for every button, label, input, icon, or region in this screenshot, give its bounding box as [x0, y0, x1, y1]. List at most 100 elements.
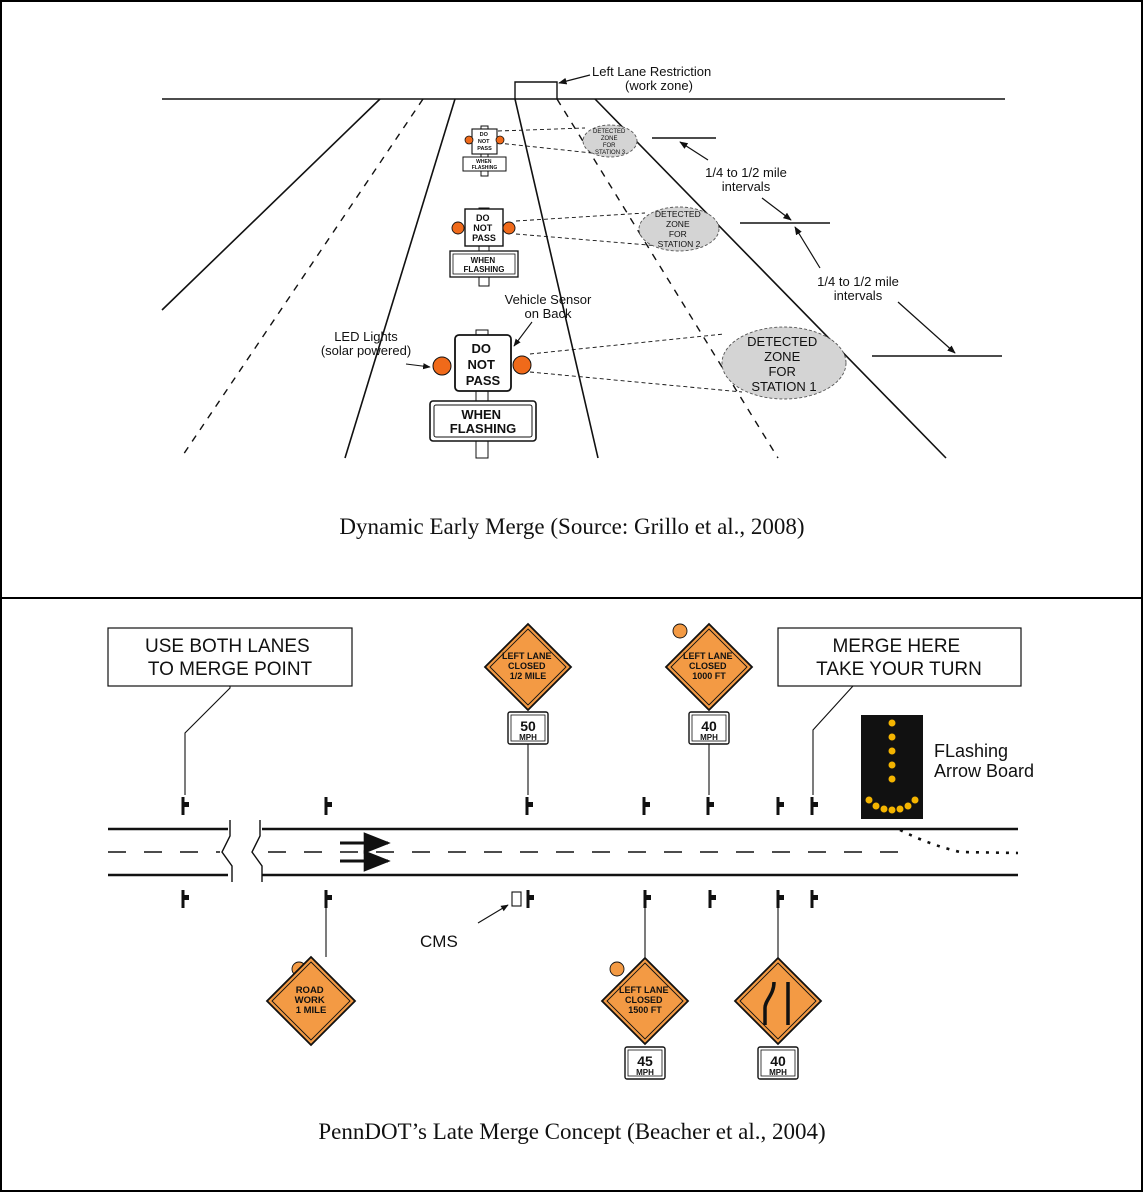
sign-left-lane-1500ft-line-1: LEFT LANE: [619, 985, 669, 995]
use-both-lanes-text: USE BOTH LANES TO MERGE POINT: [145, 636, 315, 680]
top-post-5: [706, 797, 714, 815]
station-3-when-flashing-plaque: [462, 156, 507, 172]
arrow-light-6: [865, 796, 873, 804]
work-zone-label: (work zone): [625, 78, 693, 93]
interval-arrow-b-down: [897, 301, 956, 354]
station-1-detection-zone: [721, 326, 847, 400]
station-3-beam-lower: [497, 142, 593, 154]
lane-line-dashed-right: [556, 98, 779, 459]
station-2-post: [478, 207, 490, 287]
station-3-sign-line-1: DO: [480, 132, 489, 138]
speed-40-top-inner: [691, 714, 727, 742]
late-merge-diagram: USE BOTH LANES TO MERGE POINT MERGE HERE…: [107, 622, 1034, 1080]
interval-b-label-1: 1/4 to 1/2 mile: [817, 274, 899, 289]
station-1-plaque-line-2: FLASHING: [450, 421, 516, 436]
speed-45-plaque: [624, 1046, 666, 1080]
station-3-led-right: [495, 135, 505, 145]
speed-40-bottom-unit: MPH: [769, 1068, 787, 1077]
use-both-lanes-box: [107, 627, 353, 687]
station-2-plaque-line-1: WHEN: [471, 256, 496, 265]
station-2-plaque-inner: [452, 253, 516, 275]
station-3-detection-zone: [582, 124, 638, 158]
work-zone-bracket: [514, 81, 558, 99]
sign-left-lane-1000ft-line-2: CLOSED: [689, 661, 727, 671]
speed-40-top-value: 40: [701, 718, 717, 734]
top-caption: Dynamic Early Merge (Source: Grillo et a…: [339, 514, 804, 539]
arrow-light-9: [888, 806, 896, 814]
station-3: DETECTED ZONE FOR STATION 3 DO NOT PASS …: [462, 124, 638, 177]
station-1-led-right: [512, 355, 532, 375]
station-1: DETECTED ZONE FOR STATION 1 DO NOT PASS …: [429, 326, 847, 459]
cms-unit: [511, 891, 522, 907]
arrow-light-8: [880, 805, 888, 813]
station-1-plaque-text: WHEN FLASHING: [450, 407, 516, 436]
arrow-light-12: [911, 796, 919, 804]
vehicle-sensor-label-2: on Back: [525, 306, 572, 321]
station-2-sign-line-1: DO: [476, 213, 490, 223]
station-3-zone-line-3: FOR: [603, 143, 616, 149]
speed-50-unit: MPH: [519, 733, 537, 742]
road-edge-right: [594, 98, 947, 459]
sign-left-lane-1500ft: LEFT LANE CLOSED 1500 FT 45 MPH: [600, 908, 690, 1080]
bottom-post-4: [643, 890, 651, 908]
station-3-sign-text: DO NOT PASS: [477, 132, 492, 152]
station-1-sign-line-2: NOT: [467, 357, 495, 372]
speed-45-value: 45: [637, 1053, 653, 1069]
sign-left-lane-half-mile-line-2: CLOSED: [508, 661, 546, 671]
station-2-sign-line-2: NOT: [473, 223, 493, 233]
station-2-detection-zone: [638, 206, 720, 252]
led-lights-label-2: (solar powered): [321, 343, 411, 358]
top-post-2: [324, 797, 332, 815]
sign-left-lane-1500ft-light: [609, 961, 625, 977]
led-lights-label-1: LED Lights: [334, 329, 398, 344]
station-1-do-not-pass-sign: [454, 334, 512, 392]
speed-50-value: 50: [520, 718, 536, 734]
arrow-light-11: [904, 802, 912, 810]
sign-road-work-text: ROAD WORK 1 MILE: [295, 985, 328, 1016]
cms-label: CMS: [420, 932, 458, 951]
station-1-zone-line-4: STATION 1: [751, 379, 816, 394]
station-2-do-not-pass-sign: [464, 208, 504, 247]
station-1-beam-upper: [529, 333, 725, 355]
arrow-light-4: [888, 761, 896, 769]
vehicle-sensor-pointer: [513, 321, 533, 347]
merge-here-leader: [812, 685, 854, 795]
sign-left-lane-half-mile-diamond: [483, 622, 573, 712]
merge-here-box: [777, 627, 1022, 687]
arrow-light-1: [888, 719, 896, 727]
top-post-3: [525, 797, 533, 815]
sign-road-work: ROAD WORK 1 MILE: [265, 908, 357, 1047]
speed-40-bottom-plaque: [757, 1046, 799, 1080]
station-2-when-flashing-plaque: [449, 250, 519, 278]
use-both-lanes-line-2: TO MERGE POINT: [148, 659, 313, 680]
bottom-post-markers: [181, 890, 818, 908]
speed-40-bottom-inner: [760, 1049, 796, 1077]
sign-road-work-diamond: [265, 955, 357, 1047]
sign-left-lane-half-mile-line-3: 1/2 MILE: [510, 671, 547, 681]
sign-left-lane-1000ft-line-3: 1000 FT: [692, 671, 726, 681]
road-break-right: [251, 820, 263, 882]
flashing-arrow-board: [861, 715, 923, 819]
top-post-1: [181, 797, 189, 815]
sign-left-lane-half-mile: LEFT LANE CLOSED 1/2 MILE 50 MPH: [483, 622, 573, 795]
bottom-post-1: [181, 890, 189, 908]
station-2-beam-lower: [515, 233, 661, 247]
sign-road-work-line-3: 1 MILE: [296, 1005, 327, 1016]
sign-left-lane-1500ft-text: LEFT LANE CLOSED 1500 FT: [619, 985, 671, 1015]
station-3-zone-line-4: STATION 3: [595, 150, 626, 156]
station-2-sign-text: DO NOT PASS: [472, 213, 496, 243]
station-1-zone-line-2: ZONE: [764, 349, 800, 364]
merge-here-line-1: MERGE HERE: [832, 636, 960, 657]
sign-left-lane-1000ft-light: [672, 623, 688, 639]
led-lights-pointer: [405, 363, 431, 370]
lane-ends-curve-icon: [763, 981, 776, 1025]
interval-a-label-2: intervals: [722, 179, 771, 194]
station-1-zone-text: DETECTED ZONE FOR STATION 1: [747, 334, 821, 394]
sign-lane-ends: 40 MPH: [733, 908, 823, 1080]
station-2-led-right: [502, 221, 516, 235]
station-3-plaque-text: WHEN FLASHING: [472, 159, 498, 171]
lane-line-solid-right: [514, 98, 599, 459]
road-edge-left: [161, 98, 381, 311]
station-1-beam-lower: [529, 371, 743, 393]
